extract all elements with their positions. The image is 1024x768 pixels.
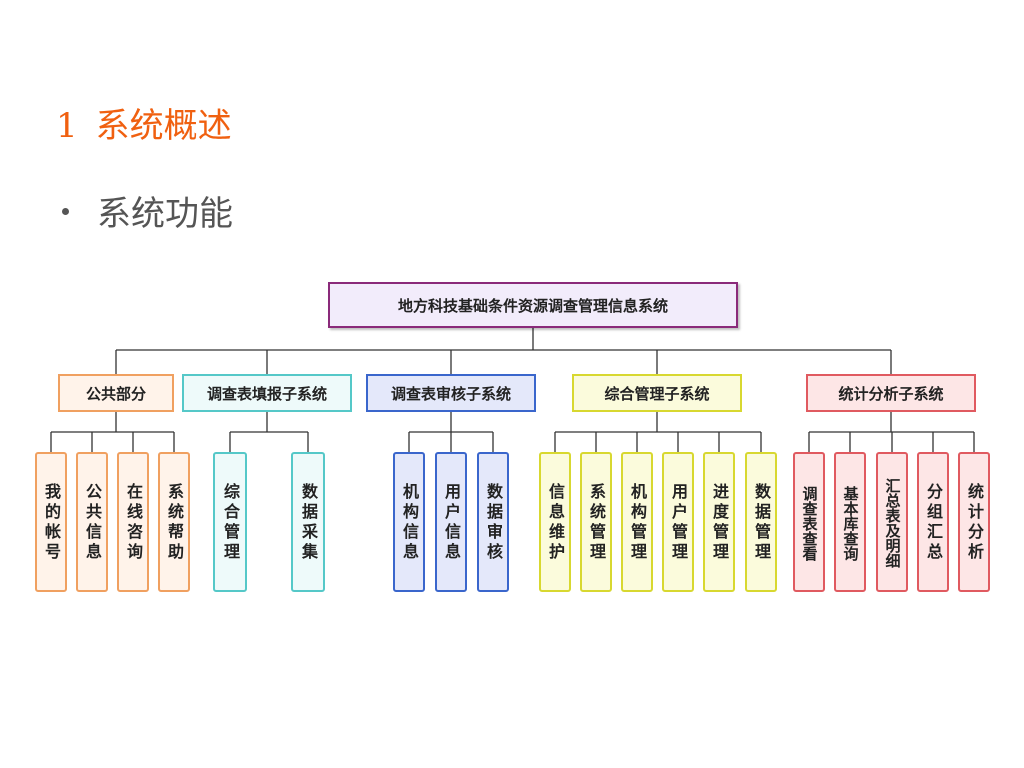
bullet-text: 系统功能 xyxy=(97,194,233,234)
leaf-box: 用户管理 xyxy=(662,452,694,592)
leaf-box: 数据采集 xyxy=(291,452,325,592)
leaf-box: 我的帐号 xyxy=(35,452,67,592)
leaf-box: 信息维护 xyxy=(539,452,571,592)
leaf-box: 综合管理 xyxy=(213,452,247,592)
leaf-box: 汇总表及明细 xyxy=(876,452,908,592)
leaf-box: 系统管理 xyxy=(580,452,612,592)
bullet-dot-icon xyxy=(62,208,69,215)
leaf-box: 调查表查看 xyxy=(793,452,825,592)
leaf-box: 数据管理 xyxy=(745,452,777,592)
leaf-box: 机构信息 xyxy=(393,452,425,592)
leaf-box: 机构管理 xyxy=(621,452,653,592)
branch-box-5: 统计分析子系统 xyxy=(806,374,976,412)
leaf-box: 在线咨询 xyxy=(117,452,149,592)
branch-box-2: 调查表填报子系统 xyxy=(182,374,352,412)
leaf-box: 系统帮助 xyxy=(158,452,190,592)
leaf-box: 统计分析 xyxy=(958,452,990,592)
slide-title-text: 系统概述 xyxy=(95,106,232,146)
branch-box-3: 调查表审核子系统 xyxy=(366,374,536,412)
branch-box-1: 公共部分 xyxy=(58,374,174,412)
leaf-box: 分组汇总 xyxy=(917,452,949,592)
leaf-box: 进度管理 xyxy=(703,452,735,592)
bullet-item: 系统功能 xyxy=(62,186,233,235)
leaf-box: 基本库查询 xyxy=(834,452,866,592)
root-system-box: 地方科技基础条件资源调查管理信息系统 xyxy=(328,282,738,328)
slide-title-number: 1 xyxy=(56,106,78,146)
leaf-box: 公共信息 xyxy=(76,452,108,592)
slide-title: 1 系统概述 xyxy=(56,98,232,147)
leaf-box: 数据审核 xyxy=(477,452,509,592)
leaf-box: 用户信息 xyxy=(435,452,467,592)
branch-box-4: 综合管理子系统 xyxy=(572,374,742,412)
